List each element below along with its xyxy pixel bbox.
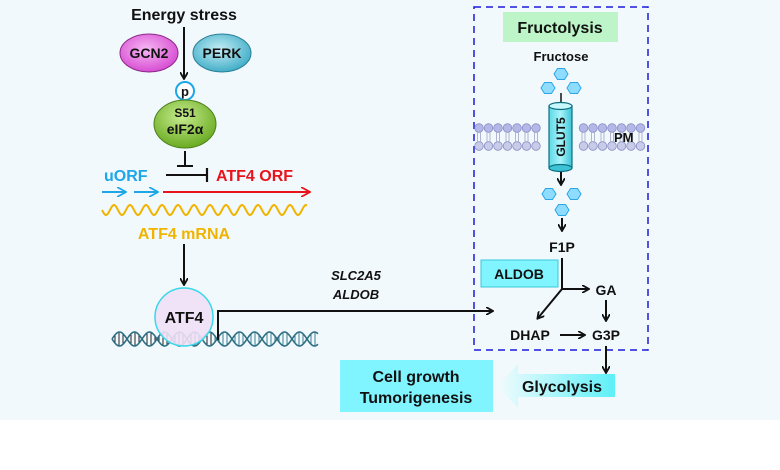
eif2a-node	[153, 99, 217, 149]
atf4-protein-node	[154, 287, 214, 347]
fructose-molecule-icon	[540, 82, 556, 94]
lipid-head	[626, 141, 636, 151]
lipid-head	[493, 123, 503, 133]
fructose-molecule-icon	[554, 204, 570, 216]
lipid-head	[502, 123, 513, 133]
lipid-head	[616, 123, 627, 133]
fructose-molecule-icon	[553, 68, 569, 80]
lipid-head	[616, 141, 627, 151]
lipid-head	[474, 141, 484, 151]
gcn2-node	[119, 33, 179, 73]
f1p-to-dhap-arrow	[538, 288, 563, 318]
fructose-molecule-icon	[541, 188, 557, 200]
pm-label: PM	[614, 130, 634, 145]
lipid-head	[635, 141, 646, 151]
glut5-label: GLUT5	[554, 117, 568, 157]
mrna-wave	[101, 203, 308, 217]
perk-label: PERK	[203, 45, 242, 61]
aldob-enzyme-label: ALDOB	[494, 266, 544, 282]
dna-strand	[111, 331, 319, 347]
outcome-cell-growth: Cell growth	[372, 369, 459, 386]
lipid-head	[588, 123, 598, 133]
glycolysis-label: Glycolysis	[522, 379, 602, 396]
perk-node	[192, 33, 252, 73]
lipid-head	[512, 141, 522, 151]
ga-label: GA	[596, 282, 617, 298]
uorf-label: uORF	[104, 168, 148, 185]
dna-strand	[111, 331, 319, 347]
lipid-head	[512, 123, 522, 133]
pathway-diagram: Energy stress GCN2 PERK p S51 eIF2α uORF…	[101, 6, 649, 412]
lipid-head	[588, 141, 598, 151]
outcome-tumorigenesis: Tumorigenesis	[360, 390, 473, 407]
g3p-label: G3P	[592, 327, 620, 343]
fructolysis-title-bg	[503, 12, 618, 42]
lipid-head	[607, 123, 617, 133]
lipid-head	[597, 123, 608, 133]
f1p-label: F1P	[549, 239, 575, 255]
lipid-head	[483, 141, 494, 151]
dhap-label: DHAP	[510, 327, 550, 343]
eif2a-label: eIF2α	[167, 121, 204, 137]
plasma-membrane	[474, 123, 646, 151]
fructolysis-box	[473, 6, 649, 351]
lipid-head	[607, 141, 617, 151]
fructolysis-title: Fructolysis	[517, 20, 602, 37]
glycolysis-arrow	[497, 364, 615, 408]
lipid-head	[578, 123, 589, 133]
diagram-canvas: Energy stress GCN2 PERK p S51 eIF2α uORF…	[0, 0, 780, 420]
lipid-head	[597, 141, 608, 151]
fructose-molecule-icon	[566, 188, 582, 200]
lipid-head	[635, 123, 646, 133]
eif2a-site-label: S51	[174, 106, 196, 120]
lipid-head	[578, 141, 589, 151]
phospho-label: p	[181, 84, 189, 99]
fructose-molecule-icon	[566, 82, 582, 94]
atf4-orf-label: ATF4 ORF	[216, 168, 293, 185]
lipid-head	[531, 123, 541, 133]
energy-stress-label: Energy stress	[131, 7, 237, 24]
lipid-head	[626, 123, 636, 133]
target-gene-aldob: ALDOB	[332, 287, 379, 302]
lipid-head	[531, 141, 541, 151]
aldob-enzyme-box	[480, 259, 559, 288]
transcription-arrow	[217, 311, 492, 340]
target-gene-slc2a5: SLC2A5	[331, 268, 382, 283]
atf4-protein-label: ATF4	[165, 310, 204, 327]
lipid-head	[483, 123, 494, 133]
lipid-head	[521, 141, 532, 151]
lipid-head	[474, 123, 484, 133]
fructose-label: Fructose	[534, 49, 589, 64]
lipid-head	[502, 141, 513, 151]
outcome-box	[340, 360, 493, 412]
mrna-label: ATF4 mRNA	[138, 226, 231, 243]
dna-helix-icon	[111, 331, 319, 347]
lipid-head	[521, 123, 532, 133]
lipid-head	[493, 141, 503, 151]
gcn2-label: GCN2	[130, 45, 169, 61]
